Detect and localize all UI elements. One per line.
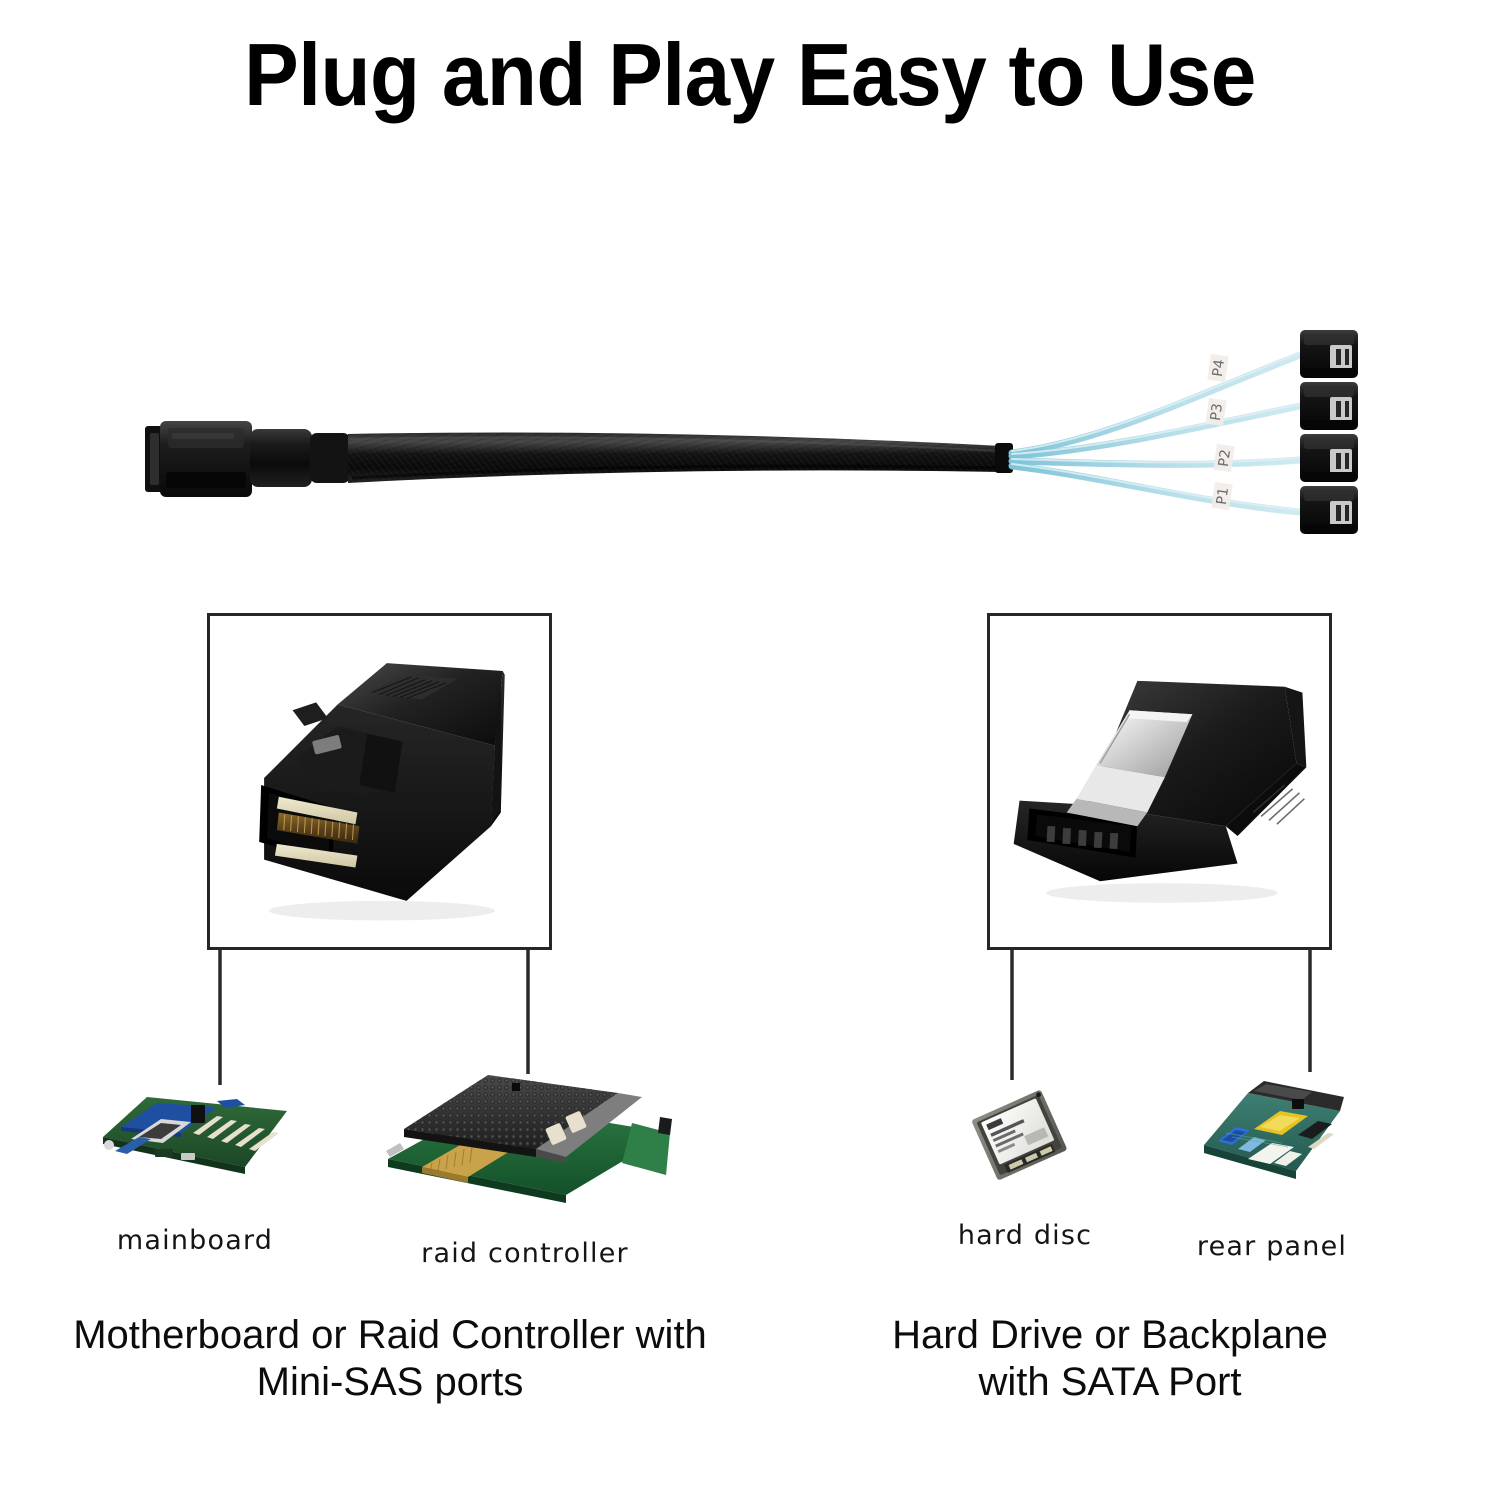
cable-sleeve: [348, 432, 1002, 483]
cable-illustration: P4 P3 P2 P1: [145, 330, 1358, 534]
mini-sas-connector-image: [259, 663, 505, 921]
cable-port-tags: P4 P3 P2 P1: [1205, 353, 1235, 511]
mini-sas-connector-detail-box: [207, 613, 552, 950]
mainboard-icon: [103, 1097, 287, 1174]
cable-breakout-junction: [995, 443, 1013, 473]
device-label-hard-disc: hard disc: [957, 1220, 1093, 1251]
device-label-mainboard: mainboard: [116, 1225, 274, 1256]
rear-panel-icon: [1204, 1081, 1344, 1179]
cable-breakout-wires-highlight: [1011, 352, 1301, 511]
cable-mini-sas-plug: [145, 421, 252, 497]
device-rear-panel: rear panel: [1192, 1063, 1352, 1262]
raid-controller-icon: [386, 1075, 672, 1203]
sata-connector-detail-box: [987, 613, 1332, 950]
product-cable-assembly: P4 P3 P2 P1: [0, 300, 1500, 540]
svg-text:P2: P2: [1216, 448, 1234, 467]
svg-text:P3: P3: [1208, 402, 1226, 421]
cable-breakout-wires: [1008, 351, 1304, 516]
cable-sata-plugs: [1300, 330, 1358, 534]
sata-metal-latch: [1066, 710, 1193, 827]
device-hard-disc: hard disc: [958, 1078, 1091, 1251]
sata-connector-image: [1013, 680, 1307, 903]
cable-strain-relief: [250, 429, 350, 487]
device-raid-controller: raid controller: [370, 1063, 680, 1269]
caption-right-side: Hard Drive or Backplane with SATA Port: [892, 1313, 1328, 1405]
page-title: Plug and Play Easy to Use: [244, 25, 1256, 124]
device-label-raid-controller: raid controller: [421, 1238, 629, 1269]
device-mainboard: mainboard: [95, 1075, 295, 1256]
hard-disc-icon: [972, 1090, 1067, 1180]
device-label-rear-panel: rear panel: [1196, 1231, 1348, 1262]
caption-left-side: Motherboard or Raid Controller with Mini…: [73, 1313, 707, 1405]
svg-text:P1: P1: [1214, 486, 1232, 505]
svg-text:P4: P4: [1210, 358, 1228, 377]
